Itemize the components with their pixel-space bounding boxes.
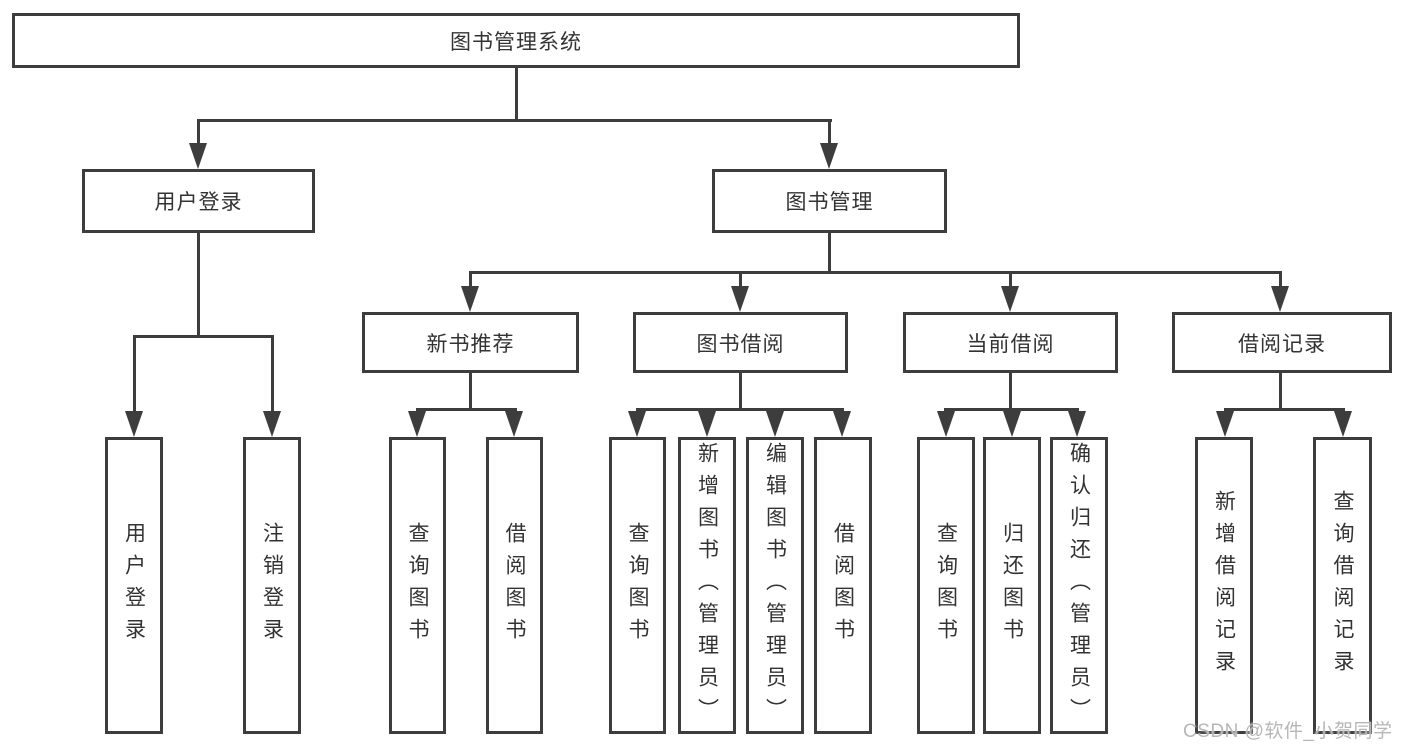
connector-shaft-borrow-records bbox=[1279, 274, 1282, 290]
arrow-down-new-books bbox=[461, 286, 479, 312]
connector-currentborrow-stem bbox=[1009, 373, 1012, 411]
connector-newbooks-branch bbox=[416, 408, 517, 411]
leaf-current-confirm-label: 确认归还（管理员） bbox=[1067, 441, 1091, 730]
arrow-down-book-borrow bbox=[731, 286, 749, 312]
leaf-records-query-label: 查询借阅记录 bbox=[1331, 489, 1354, 682]
arrow-down-rec-add bbox=[1216, 411, 1234, 437]
leaf-current-return: 归还图书 bbox=[983, 437, 1041, 734]
arrow-down-leaf-userlogin bbox=[125, 411, 143, 437]
leaf-newbooks-query-label: 查询图书 bbox=[406, 521, 429, 650]
node-borrow-records-label: 借阅记录 bbox=[1238, 332, 1326, 356]
leaf-records-query: 查询借阅记录 bbox=[1313, 437, 1372, 734]
connector-shaft-book-borrow bbox=[739, 274, 742, 290]
arrow-down-bb-query bbox=[628, 411, 646, 437]
node-current-borrow-label: 当前借阅 bbox=[966, 332, 1055, 356]
arrow-down-user-login bbox=[189, 143, 207, 169]
connector-bookborrow-branch bbox=[636, 408, 844, 411]
connector-userlogin-branch bbox=[133, 335, 274, 338]
leaf-newbooks-borrow: 借阅图书 bbox=[486, 437, 543, 734]
leaf-current-query-label: 查询图书 bbox=[934, 521, 958, 650]
arrow-down-borrow-records bbox=[1271, 286, 1289, 312]
leaf-current-query: 查询图书 bbox=[917, 437, 975, 734]
node-new-books: 新书推荐 bbox=[362, 312, 579, 373]
node-new-books-label: 新书推荐 bbox=[426, 332, 515, 356]
node-user-login: 用户登录 bbox=[82, 169, 315, 233]
arrow-down-leaf-logout bbox=[263, 411, 281, 437]
arrow-down-current-borrow bbox=[1001, 286, 1019, 312]
connector-shaft-book-mgmt bbox=[828, 122, 831, 148]
connector-currentborrow-branch bbox=[944, 408, 1079, 411]
arrow-down-nb-query bbox=[408, 411, 426, 437]
leaf-borrow-add-label: 新增图书（管理员） bbox=[695, 441, 719, 730]
node-borrow-records: 借阅记录 bbox=[1172, 312, 1392, 373]
leaf-user-login: 用户登录 bbox=[105, 437, 163, 734]
connector-newbooks-stem bbox=[469, 373, 472, 411]
leaf-logout-label: 注销登录 bbox=[260, 521, 284, 650]
leaf-borrow-borrow-label: 借阅图书 bbox=[831, 521, 855, 650]
arrow-down-nb-borrow bbox=[505, 411, 523, 437]
leaf-user-login-label: 用户登录 bbox=[122, 521, 146, 650]
connector-shaft-user-login bbox=[197, 122, 200, 148]
arrow-down-bb-borrow bbox=[833, 411, 851, 437]
connector-shaft-current-borrow bbox=[1009, 274, 1012, 290]
node-user-login-label: 用户登录 bbox=[154, 191, 243, 214]
leaf-borrow-query-label: 查询图书 bbox=[626, 521, 649, 650]
leaf-borrow-borrow: 借阅图书 bbox=[814, 437, 872, 734]
leaf-newbooks-borrow-label: 借阅图书 bbox=[503, 521, 526, 650]
arrow-down-cb-confirm bbox=[1068, 411, 1086, 437]
leaf-borrow-edit-label: 编辑图书（管理员） bbox=[763, 441, 787, 730]
arrow-down-book-mgmt bbox=[820, 143, 838, 169]
leaf-newbooks-query: 查询图书 bbox=[389, 437, 446, 734]
node-root: 图书管理系统 bbox=[12, 13, 1020, 68]
connector-bookmgmt-branch bbox=[469, 271, 1282, 274]
leaf-current-return-label: 归还图书 bbox=[1000, 521, 1024, 650]
node-root-label: 图书管理系统 bbox=[450, 30, 582, 54]
arrow-down-cb-return bbox=[1003, 411, 1021, 437]
node-current-borrow: 当前借阅 bbox=[903, 312, 1118, 373]
arrow-down-rec-query bbox=[1334, 411, 1352, 437]
connector-shaft-leaf-userlogin bbox=[133, 338, 136, 414]
node-book-mgmt: 图书管理 bbox=[712, 169, 947, 233]
leaf-borrow-add: 新增图书（管理员） bbox=[678, 437, 736, 734]
arrow-down-bb-edit bbox=[766, 411, 784, 437]
connector-shaft-new-books bbox=[469, 274, 472, 290]
connector-bookmgmt-stem bbox=[828, 233, 831, 274]
connector-bookborrow-stem bbox=[739, 373, 742, 411]
connector-userlogin-stem bbox=[197, 233, 200, 338]
connector-shaft-leaf-logout bbox=[271, 338, 274, 414]
leaf-borrow-query: 查询图书 bbox=[609, 437, 666, 734]
leaf-current-confirm: 确认归还（管理员） bbox=[1050, 437, 1108, 734]
node-book-mgmt-label: 图书管理 bbox=[785, 191, 874, 214]
arrow-down-cb-query bbox=[937, 411, 955, 437]
node-book-borrow: 图书借阅 bbox=[633, 312, 848, 373]
leaf-logout: 注销登录 bbox=[243, 437, 301, 734]
watermark: CSDN @软件_小贺同学 bbox=[1183, 721, 1393, 742]
connector-root-branch bbox=[197, 119, 832, 122]
leaf-records-add-label: 新增借阅记录 bbox=[1212, 489, 1236, 682]
connector-borrowrecords-stem bbox=[1279, 373, 1282, 411]
node-book-borrow-label: 图书借阅 bbox=[696, 332, 785, 356]
arrow-down-bb-add bbox=[698, 411, 716, 437]
leaf-records-add: 新增借阅记录 bbox=[1195, 437, 1253, 734]
leaf-borrow-edit: 编辑图书（管理员） bbox=[746, 437, 804, 734]
connector-root-stem bbox=[515, 68, 518, 122]
connector-borrowrecords-branch bbox=[1224, 408, 1345, 411]
